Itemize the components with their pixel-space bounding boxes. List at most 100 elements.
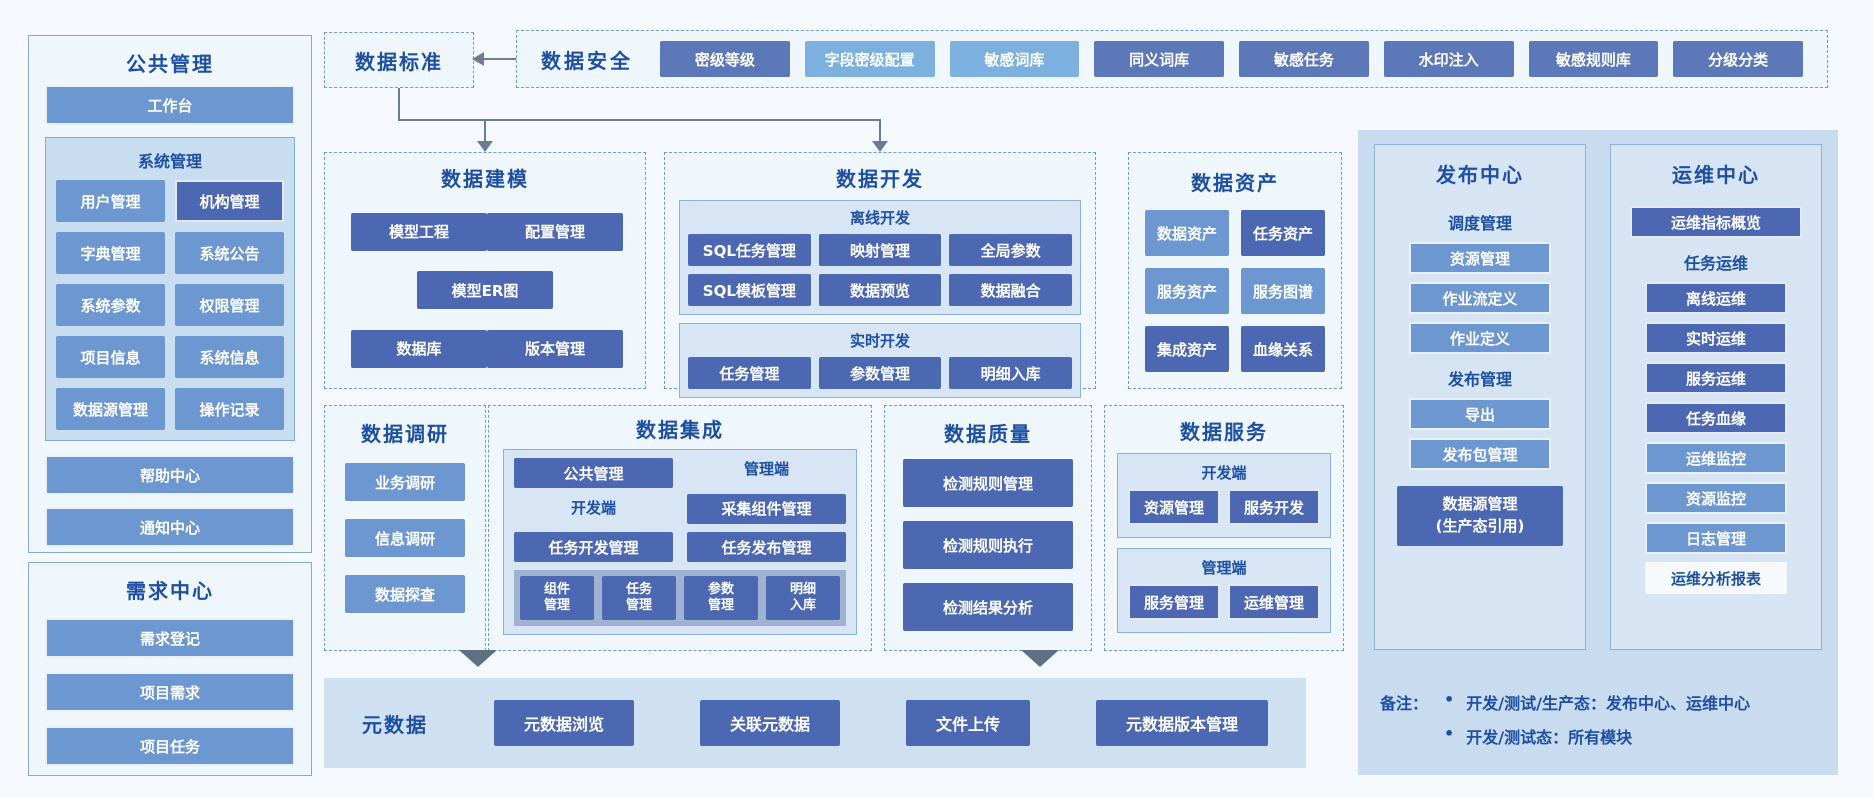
- data-exploration-button[interactable]: 数据探查: [345, 575, 465, 613]
- dict-mgmt-button[interactable]: 字典管理: [56, 232, 165, 274]
- schedule-mgmt-label: 调度管理: [1447, 214, 1512, 233]
- note-text: 开发/测试/生产态：发布中心、运维中心: [1466, 694, 1750, 713]
- system-mgmt-grid: 用户管理 机构管理 字典管理 系统公告 系统参数 权限管理 项目信息 系统信息 …: [56, 180, 284, 430]
- system-mgmt-group: 系统管理 用户管理 机构管理 字典管理 系统公告 系统参数 权限管理 项目信息 …: [45, 137, 295, 441]
- release-package-mgmt-button[interactable]: 发布包管理: [1409, 438, 1551, 470]
- project-info-button[interactable]: 项目信息: [56, 336, 165, 378]
- user-mgmt-button[interactable]: 用户管理: [56, 180, 165, 222]
- operation-log-button[interactable]: 操作记录: [175, 388, 284, 430]
- org-mgmt-button[interactable]: 机构管理: [175, 180, 284, 222]
- datasource-mgmt-prod-line1: 数据源管理: [1442, 495, 1518, 513]
- model-project-button[interactable]: 模型工程: [351, 212, 487, 251]
- datasource-mgmt-prod-button[interactable]: 数据源管理 (生产态引用): [1397, 486, 1563, 546]
- mgmt-side-label: 管理端: [743, 460, 789, 478]
- connector-line: [398, 88, 400, 120]
- detail-storage-button[interactable]: 明细入库: [949, 357, 1073, 389]
- connector-line: [398, 119, 881, 121]
- system-announcement-button[interactable]: 系统公告: [175, 232, 284, 274]
- data-standard-section: 数据标准: [324, 32, 474, 88]
- resource-mgmt-release-button[interactable]: 资源管理: [1409, 242, 1551, 274]
- notification-center-button[interactable]: 通知中心: [45, 507, 295, 547]
- info-research-button[interactable]: 信息调研: [345, 519, 465, 557]
- sql-task-mgmt-button[interactable]: SQL任务管理: [688, 234, 811, 266]
- global-params-button[interactable]: 全局参数: [949, 234, 1073, 266]
- ops-metrics-overview-button[interactable]: 运维指标概览: [1630, 206, 1802, 238]
- data-asset-button[interactable]: 数据资产: [1145, 210, 1229, 256]
- task-mgmt-small-button[interactable]: 任务管理: [602, 576, 676, 620]
- metadata-title: 元数据: [362, 712, 428, 737]
- sensitive-rule-lib-button[interactable]: 敏感规则库: [1528, 41, 1659, 77]
- grading-classification-button[interactable]: 分级分类: [1673, 41, 1803, 77]
- services-mgmt-group: 管理端 服务管理 运维管理: [1117, 548, 1331, 633]
- down-arrow-icon: [1021, 650, 1059, 667]
- detection-rule-mgmt-button[interactable]: 检测规则管理: [903, 459, 1073, 507]
- data-modeling-section: 数据建模 模型工程 配置管理 模型ER图 数据库 版本管理: [324, 152, 646, 389]
- synonym-lexicon-button[interactable]: 同义词库: [1094, 41, 1224, 77]
- resource-monitor-button[interactable]: 资源监控: [1645, 482, 1787, 514]
- help-center-button[interactable]: 帮助中心: [45, 455, 295, 495]
- file-upload-button[interactable]: 文件上传: [905, 700, 1030, 746]
- export-button[interactable]: 导出: [1409, 398, 1551, 430]
- demand-register-button[interactable]: 需求登记: [45, 618, 295, 658]
- mapping-mgmt-button[interactable]: 映射管理: [818, 234, 942, 266]
- database-button[interactable]: 数据库: [351, 329, 487, 368]
- collect-component-mgmt-button[interactable]: 采集组件管理: [687, 493, 846, 524]
- task-lineage-button[interactable]: 任务血缘: [1645, 402, 1787, 434]
- integration-asset-button[interactable]: 集成资产: [1145, 326, 1229, 372]
- task-mgmt-label: 任务管理: [625, 581, 652, 613]
- resource-mgmt-button[interactable]: 资源管理: [1128, 489, 1220, 525]
- metadata-browse-button[interactable]: 元数据浏览: [493, 700, 634, 746]
- data-development-section: 数据开发 离线开发 SQL任务管理 映射管理 全局参数 SQL模板管理 数据预览…: [664, 152, 1096, 398]
- permission-mgmt-button[interactable]: 权限管理: [175, 284, 284, 326]
- service-dev-button[interactable]: 服务开发: [1228, 489, 1320, 525]
- system-info-button[interactable]: 系统信息: [175, 336, 284, 378]
- task-dev-mgmt-button[interactable]: 任务开发管理: [514, 532, 673, 562]
- sensitive-task-button[interactable]: 敏感任务: [1239, 41, 1369, 77]
- publish-mgmt-label: 发布管理: [1447, 370, 1512, 389]
- classification-level-button[interactable]: 密级等级: [660, 41, 790, 77]
- system-params-button[interactable]: 系统参数: [56, 284, 165, 326]
- detection-rule-exec-button[interactable]: 检测规则执行: [903, 521, 1073, 569]
- ops-mgmt-button[interactable]: 运维管理: [1228, 584, 1320, 620]
- service-graph-button[interactable]: 服务图谱: [1241, 268, 1325, 314]
- task-ops-label: 任务运维: [1683, 254, 1748, 273]
- notes: 备注： • 开发/测试/生产态：发布中心、运维中心 • 开发/测试态：所有模块: [1380, 690, 1750, 748]
- field-classification-config-button[interactable]: 字段密级配置: [804, 41, 935, 77]
- service-mgmt-button[interactable]: 服务管理: [1128, 584, 1220, 620]
- watermark-injection-button[interactable]: 水印注入: [1383, 41, 1514, 77]
- detection-result-analysis-button[interactable]: 检测结果分析: [903, 583, 1073, 631]
- task-asset-button[interactable]: 任务资产: [1241, 210, 1325, 256]
- sensitive-lexicon-button[interactable]: 敏感词库: [949, 41, 1080, 77]
- public-mgmt-button[interactable]: 公共管理: [514, 458, 673, 488]
- service-asset-button[interactable]: 服务资产: [1145, 268, 1229, 314]
- detail-storage-small-button[interactable]: 明细入库: [766, 576, 840, 620]
- workbench-button[interactable]: 工作台: [45, 85, 295, 125]
- ops-analysis-report-button[interactable]: 运维分析报表: [1645, 562, 1787, 594]
- data-preview-button[interactable]: 数据预览: [818, 274, 942, 306]
- sql-template-mgmt-button[interactable]: SQL模板管理: [688, 274, 811, 306]
- job-definition-button[interactable]: 作业定义: [1409, 322, 1551, 354]
- datasource-mgmt-button[interactable]: 数据源管理: [56, 388, 165, 430]
- related-metadata-button[interactable]: 关联元数据: [699, 700, 840, 746]
- ops-monitor-button[interactable]: 运维监控: [1645, 442, 1787, 474]
- config-mgmt-button[interactable]: 配置管理: [487, 212, 623, 251]
- component-mgmt-button[interactable]: 组件管理: [520, 576, 594, 620]
- lineage-relation-button[interactable]: 血缘关系: [1241, 326, 1325, 372]
- task-publish-mgmt-button[interactable]: 任务发布管理: [687, 532, 846, 562]
- offline-ops-button[interactable]: 离线运维: [1645, 282, 1787, 314]
- jobflow-definition-button[interactable]: 作业流定义: [1409, 282, 1551, 314]
- version-mgmt-button[interactable]: 版本管理: [487, 329, 623, 368]
- project-demand-button[interactable]: 项目需求: [45, 672, 295, 712]
- task-mgmt-button[interactable]: 任务管理: [688, 357, 811, 389]
- business-research-button[interactable]: 业务调研: [345, 463, 465, 501]
- param-mgmt-small-button[interactable]: 参数管理: [684, 576, 758, 620]
- model-er-diagram-button[interactable]: 模型ER图: [417, 271, 553, 309]
- param-mgmt-button[interactable]: 参数管理: [818, 357, 942, 389]
- realtime-ops-button[interactable]: 实时运维: [1645, 322, 1787, 354]
- data-fusion-button[interactable]: 数据融合: [949, 274, 1073, 306]
- project-task-button[interactable]: 项目任务: [45, 726, 295, 766]
- metadata-version-mgmt-button[interactable]: 元数据版本管理: [1095, 700, 1268, 746]
- log-mgmt-button[interactable]: 日志管理: [1645, 522, 1787, 554]
- service-ops-button[interactable]: 服务运维: [1645, 362, 1787, 394]
